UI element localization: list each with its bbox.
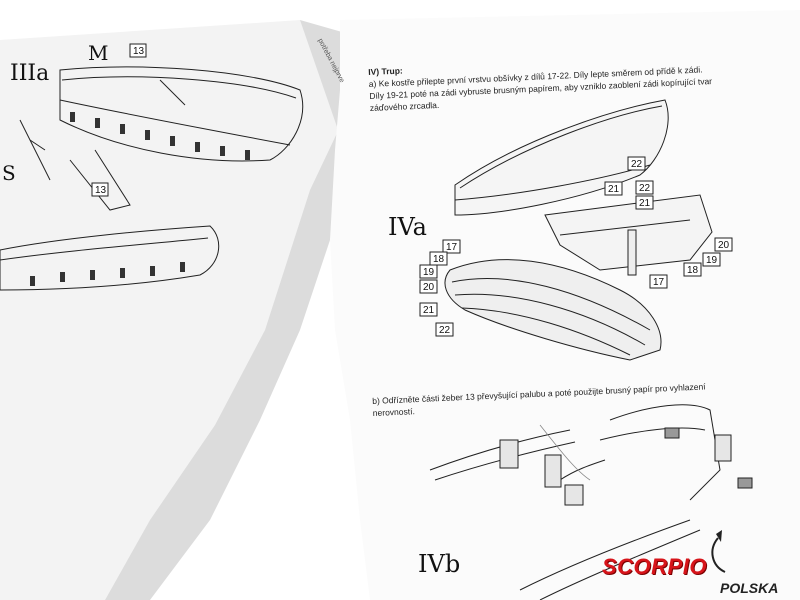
part-22-c: 22	[439, 325, 451, 336]
part-17-b: 17	[446, 242, 458, 253]
part-22-a: 22	[631, 159, 643, 170]
scorpio-logo: SCORPIO POLSKA	[600, 520, 800, 600]
part-number-13-b: 13	[95, 185, 107, 196]
part-box	[129, 43, 147, 58]
iva-part-labels-right: 22 21 22 21 20 19 18 17	[604, 156, 733, 289]
part-21-b: 21	[639, 198, 651, 209]
scorpio-tail-icon	[711, 530, 726, 573]
part-21-c: 21	[423, 305, 435, 316]
part-box	[91, 182, 109, 197]
label-m: M	[88, 41, 108, 65]
part-22-b: 22	[639, 183, 651, 194]
iva-part-labels-left: 17 18 19 20 21 22	[419, 239, 461, 337]
label-iiia: IIIa	[10, 61, 49, 86]
label-s: S	[2, 161, 16, 185]
ivb-hull-detail	[429, 404, 721, 600]
fig-iva-label: IVa	[388, 213, 427, 241]
part-number-13-a: 13	[133, 46, 145, 57]
ivb-rib-blocks	[499, 427, 753, 506]
ivb-shadow-lines	[539, 424, 591, 481]
iva-hull-planked	[444, 259, 662, 361]
left-hull-ribs	[30, 112, 250, 286]
iva-stern-panel	[544, 194, 713, 276]
part-20-a: 20	[718, 240, 730, 251]
left-page	[0, 20, 355, 600]
fig-ivb-label: IVb	[418, 550, 460, 578]
logo-sub: POLSKA	[720, 580, 779, 596]
part-18-a: 18	[687, 265, 699, 276]
left-hull-drawing	[0, 66, 304, 291]
part-17-a: 17	[653, 277, 665, 288]
part-19-b: 19	[423, 267, 435, 278]
part-20-b: 20	[423, 282, 435, 293]
part-21-a: 21	[608, 184, 620, 195]
part-19-a: 19	[706, 255, 718, 266]
part-18-b: 18	[433, 254, 445, 265]
logo-name: SCORPIO	[602, 554, 707, 579]
